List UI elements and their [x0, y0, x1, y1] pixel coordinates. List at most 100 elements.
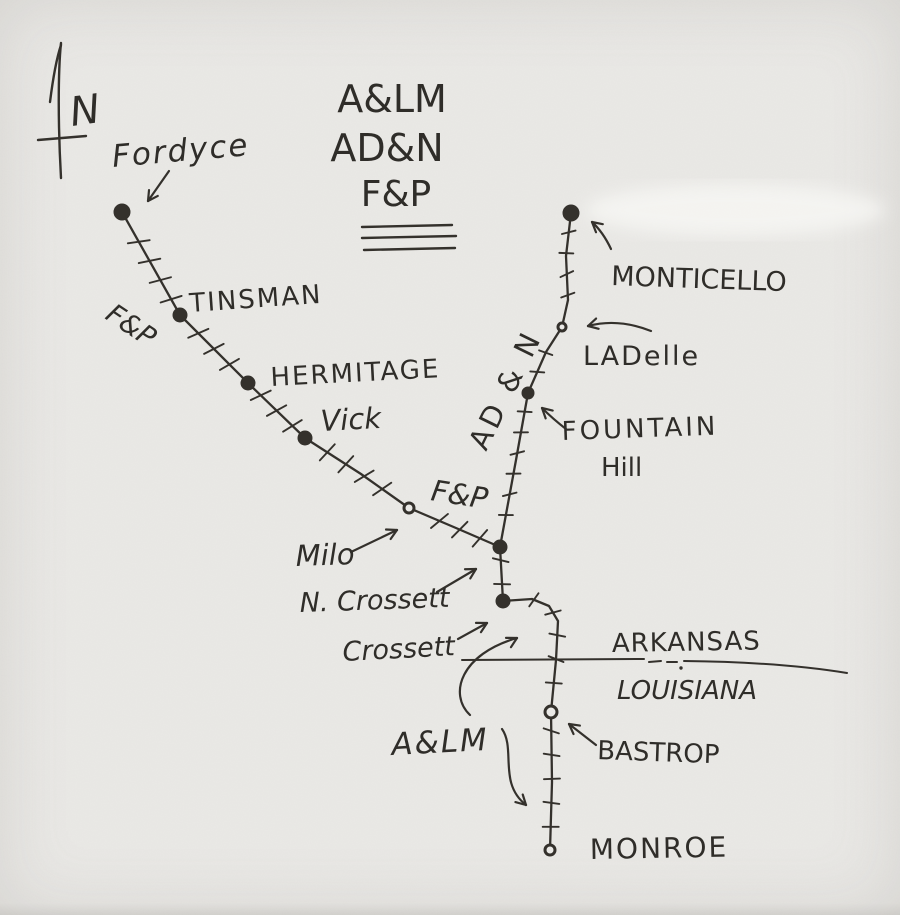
station-bastrop — [543, 704, 559, 720]
station-ladelle — [556, 321, 568, 333]
station-arrow-bastrop-head-1 — [567, 722, 581, 727]
track-tick-alm — [528, 592, 540, 608]
alm-up-arrow-head-1 — [509, 636, 519, 649]
railroad-label-alm-0: A&LM — [389, 722, 490, 763]
track-tick-fp — [159, 294, 183, 304]
state-line-segment-0 — [461, 658, 645, 661]
station-label-ladelle: LADelle — [583, 341, 700, 372]
track-tick-adn — [516, 410, 533, 414]
title-underline-1 — [360, 234, 458, 240]
track-tick-adn — [509, 450, 525, 456]
station-arrow-fordyce — [146, 169, 171, 203]
track-tick-adn — [560, 291, 576, 299]
station-label2-fountain-hill: Hill — [601, 453, 642, 483]
station-arrow-n-crossett-head-1 — [469, 567, 478, 580]
track-tick-adn — [561, 229, 577, 235]
station-label-bastrop: BASTROP — [597, 736, 720, 770]
railroad-line-alm — [498, 545, 560, 852]
state-line-segment-1 — [683, 660, 848, 674]
station-label-monroe: MONROE — [590, 831, 729, 866]
station-fountain-hill — [521, 386, 535, 400]
state-label-louisiana: LOUISIANA — [617, 676, 757, 706]
station-monroe — [543, 843, 557, 857]
station-hermitage — [240, 375, 256, 391]
station-arrow-milo-head-1 — [389, 528, 399, 541]
state-label-arkansas: ARKANSAS — [612, 626, 761, 659]
track-tick-fp — [126, 239, 151, 245]
alm-down-arrow-head-0 — [521, 793, 528, 807]
track-tick-fp — [249, 389, 272, 401]
map-title-line-2: F&P — [361, 174, 432, 215]
station-arrow-crossett-head-1 — [479, 621, 489, 634]
station-label-monticello: MONTICELLO — [611, 261, 787, 298]
station-tinsman — [172, 307, 188, 323]
track-tick-fp — [372, 481, 393, 497]
ink-layer — [36, 41, 848, 857]
track-tick-fp — [265, 404, 288, 417]
station-arrow-fountain-hill — [540, 406, 568, 431]
station-arrow-crossett — [456, 621, 489, 641]
track-tick-fp — [451, 520, 469, 539]
track-tick-alm — [542, 800, 561, 805]
track-tick-adn — [559, 270, 575, 279]
station-arrow-bastrop-head-0 — [567, 722, 575, 736]
station-label-vick: Vick — [320, 401, 384, 438]
track-tick-fp — [137, 257, 162, 265]
station-label-milo: Milo — [295, 537, 355, 573]
station-arrow-bastrop — [567, 722, 598, 747]
station-fordyce — [113, 203, 131, 221]
railroad-line-adn — [498, 211, 573, 549]
track-tick-adn — [501, 491, 518, 497]
station-arrow-ladelle — [586, 321, 653, 333]
track-tick-fp — [471, 529, 489, 548]
station-n-crossett — [492, 539, 508, 555]
station-arrow-milo — [349, 528, 399, 554]
state-line-segment-2 — [648, 660, 662, 663]
track-tick-alm — [543, 777, 561, 781]
track-tick-adn — [538, 349, 554, 356]
station-arrow-fountain-hill-head-1 — [540, 406, 554, 412]
station-milo — [402, 501, 416, 515]
alm-down-arrow — [500, 727, 528, 807]
north-label: N — [67, 86, 103, 136]
station-arrow-monticello-head-1 — [590, 220, 604, 226]
title-underline-0 — [360, 223, 454, 229]
title-underline-2 — [362, 246, 457, 252]
station-arrow-milo-head-0 — [384, 528, 399, 532]
track-tick-alm — [547, 655, 565, 664]
station-label-n-crossett: N. Crossett — [299, 583, 451, 619]
station-arrow-fordyce-head-1 — [146, 188, 151, 203]
track-tick-fp — [353, 469, 375, 483]
map-title-line-0: A&LM — [337, 77, 447, 121]
track-tick-fp — [282, 419, 303, 433]
station-monticello — [562, 204, 580, 222]
alm-down-arrow-head-1 — [514, 800, 528, 807]
track-tick-alm — [548, 632, 567, 638]
station-arrow-fountain-hill-head-0 — [540, 406, 547, 420]
station-crossett — [495, 593, 511, 609]
track-tick-fp — [218, 357, 240, 371]
track-tick-alm — [542, 752, 561, 758]
station-label-fountain-hill: FOUNTAIN — [561, 412, 719, 447]
station-arrow-fordyce-head-0 — [146, 194, 159, 203]
station-label-crossett: Crossett — [342, 631, 457, 668]
station-arrow-ladelle-head-0 — [586, 324, 600, 330]
track-tick-fp — [203, 342, 225, 355]
track-tick-alm — [544, 609, 562, 616]
map-title-line-1: AD&N — [330, 126, 443, 170]
station-arrow-n-crossett — [435, 567, 478, 594]
track-tick-fp — [337, 455, 355, 474]
station-vick — [297, 430, 313, 446]
north-arrow-stroke-1 — [48, 43, 63, 104]
track-tick-alm — [544, 681, 563, 685]
track-tick-fp — [187, 327, 210, 339]
railroad-line-fp — [120, 210, 502, 549]
track-tick-alm — [492, 557, 510, 564]
paper-highlight — [585, 184, 885, 236]
track-tick-adn — [529, 370, 546, 374]
north-arrow-stroke-2 — [36, 134, 88, 142]
track-tick-adn — [558, 251, 575, 255]
